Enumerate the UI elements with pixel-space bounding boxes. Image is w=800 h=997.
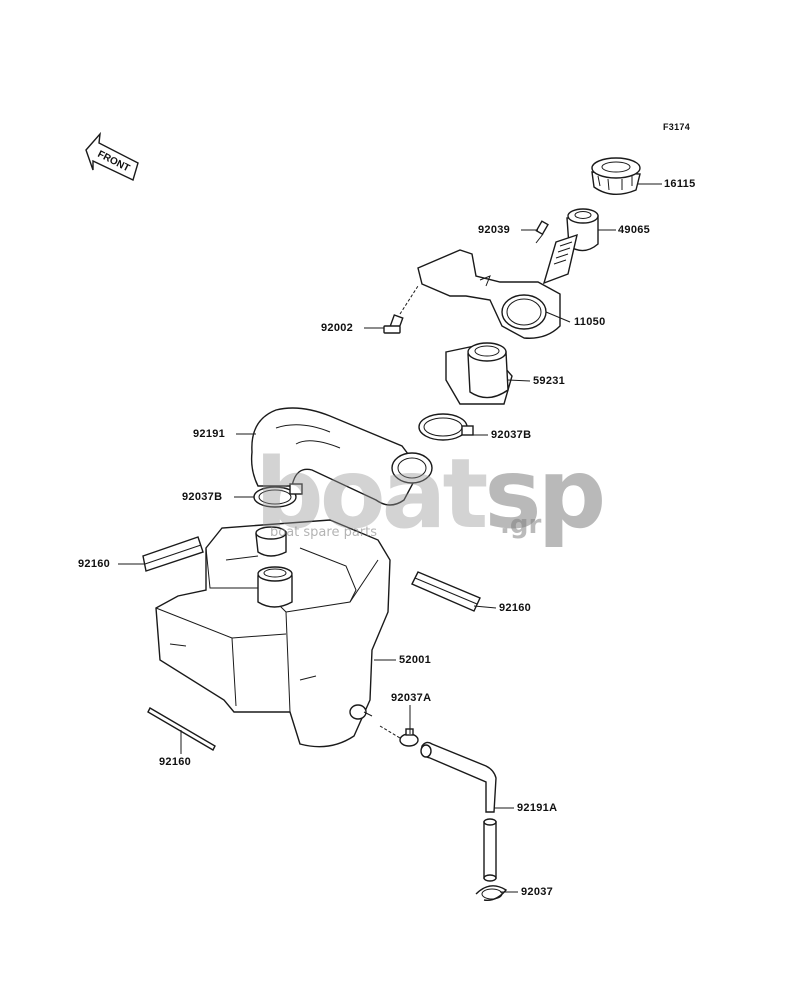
fuel-cap [591,157,641,195]
mounting-bracket [417,249,561,339]
figure-code: F3174 [663,122,691,132]
part-label-92191[interactable]: 92191 [193,428,226,440]
part-label-52001[interactable]: 52001 [399,654,432,666]
vent-hose [420,741,497,882]
filler-hose [250,407,433,506]
left-pad [142,536,204,572]
upper-hose-clamp [418,413,474,441]
watermark-logo: boatsp [255,438,606,550]
right-pad [411,571,481,612]
part-label-92037[interactable]: 92037 [521,886,554,898]
part-label-92002[interactable]: 92002 [321,322,354,334]
part-label-92160-bottom[interactable]: 92160 [159,756,192,768]
front-arrow-icon: FRONT [85,131,139,181]
small-clamp [379,725,419,747]
lower-hose-clamp [253,483,303,508]
part-label-92037b-upper[interactable]: 92037B [491,429,532,441]
filler-neck [542,208,599,285]
part-label-49065[interactable]: 49065 [618,224,651,236]
part-label-59231[interactable]: 59231 [533,375,566,387]
part-label-92037b-lower[interactable]: 92037B [182,491,223,503]
mounting-bolt [383,285,419,334]
small-screw [535,220,549,244]
hose-adaptor [445,342,513,405]
watermark-domain: .gr [500,510,542,540]
part-label-92039[interactable]: 92039 [478,224,511,236]
part-label-11050[interactable]: 11050 [574,316,606,328]
part-label-16115[interactable]: 16115 [664,178,696,190]
part-label-92160-left[interactable]: 92160 [78,558,111,570]
hose-clip [475,885,508,901]
part-label-92037a[interactable]: 92037A [391,692,432,704]
fuel-tank [155,519,391,748]
watermark-tagline: boat spare parts [270,525,378,540]
part-label-92160-right[interactable]: 92160 [499,602,532,614]
bottom-pad-strip [147,707,216,751]
leader-lines [118,183,662,893]
part-label-92191a[interactable]: 92191A [517,802,558,814]
